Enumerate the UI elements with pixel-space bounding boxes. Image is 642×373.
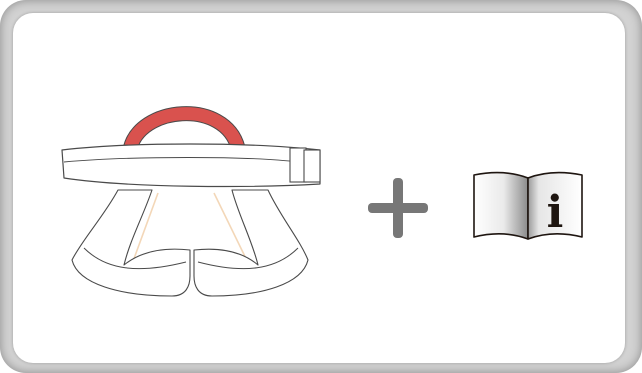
plus-icon: [360, 170, 436, 246]
harness-icon: [40, 90, 330, 300]
info-symbol: i: [547, 187, 564, 238]
waist-belt: [62, 144, 320, 186]
right-leg-loop: [194, 190, 308, 296]
book-left-page: [474, 173, 528, 239]
buckle-keeper: [304, 150, 320, 182]
left-leg-loop: [72, 190, 190, 296]
info-manual-icon: i: [468, 167, 590, 247]
